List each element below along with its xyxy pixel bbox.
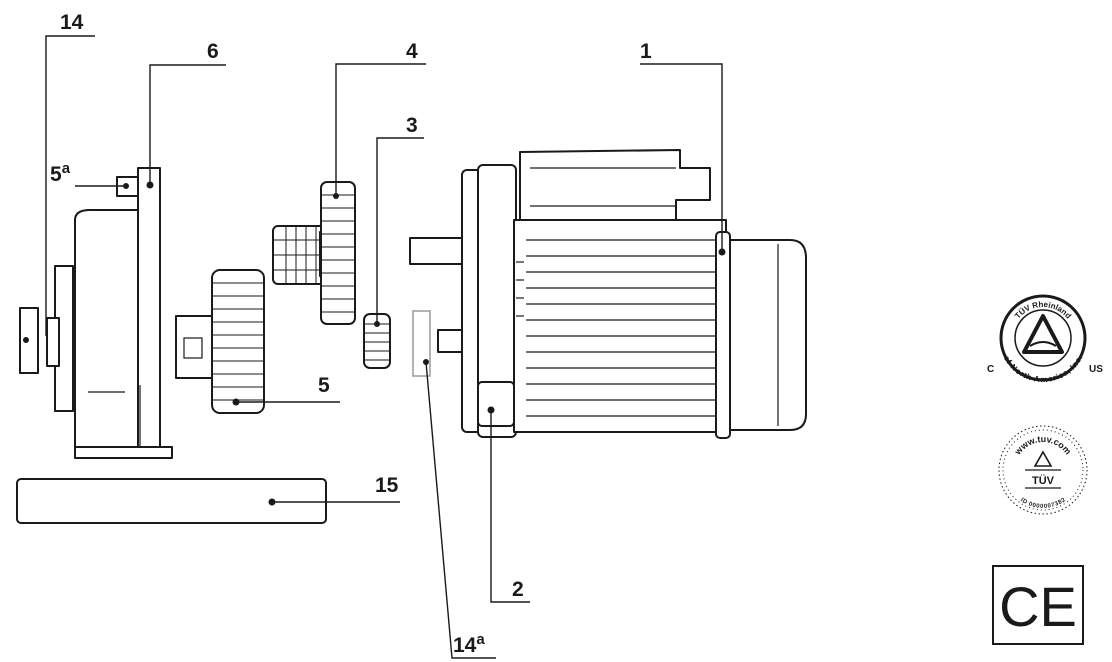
callout-6: 6 [207, 40, 219, 63]
callout-5: 5 [318, 374, 330, 397]
svg-text:ID 0000007382: ID 0000007382 [1019, 497, 1067, 510]
part-1-motor-fins [526, 239, 724, 417]
tuv-triangle-icon [1022, 314, 1064, 354]
callout-5a: 5a [50, 160, 71, 186]
callout-1: 1 [640, 40, 652, 63]
callout-14: 14 [60, 11, 84, 34]
svg-text:C: C [987, 364, 994, 375]
part-4-double-gear [272, 181, 356, 325]
tuv-rheinland-logo: TÜV Rheinland of North America, Inc. C U… [987, 294, 1103, 384]
callout-4: 4 [406, 40, 418, 63]
part-5-gear-teeth [212, 282, 264, 401]
part-14a-gasket [412, 310, 431, 377]
tuv-id-triangle-icon [1033, 450, 1053, 467]
part-14-spacer-plate [19, 307, 39, 374]
callout-14a: 14a [453, 631, 485, 657]
ce-mark-logo: CE [992, 565, 1084, 645]
ce-mark-icon: CE [999, 575, 1077, 638]
part-1-motor [409, 149, 807, 439]
tuv-id-logo: TÜV www.tuv.com ID 0000007382 [998, 425, 1088, 515]
svg-text:US: US [1089, 364, 1103, 375]
callout-labels: 14 6 4 3 1 5a 5 15 2 14a [50, 11, 652, 657]
callout-3: 3 [406, 114, 418, 137]
callout-2: 2 [512, 578, 524, 601]
part-6-gearbox-housing [46, 167, 173, 459]
part-5-gear [175, 269, 265, 414]
leader-lines [45, 35, 723, 659]
svg-text:TÜV: TÜV [1032, 474, 1055, 487]
callout-15: 15 [375, 474, 399, 497]
part-15-base-plate [16, 478, 327, 524]
